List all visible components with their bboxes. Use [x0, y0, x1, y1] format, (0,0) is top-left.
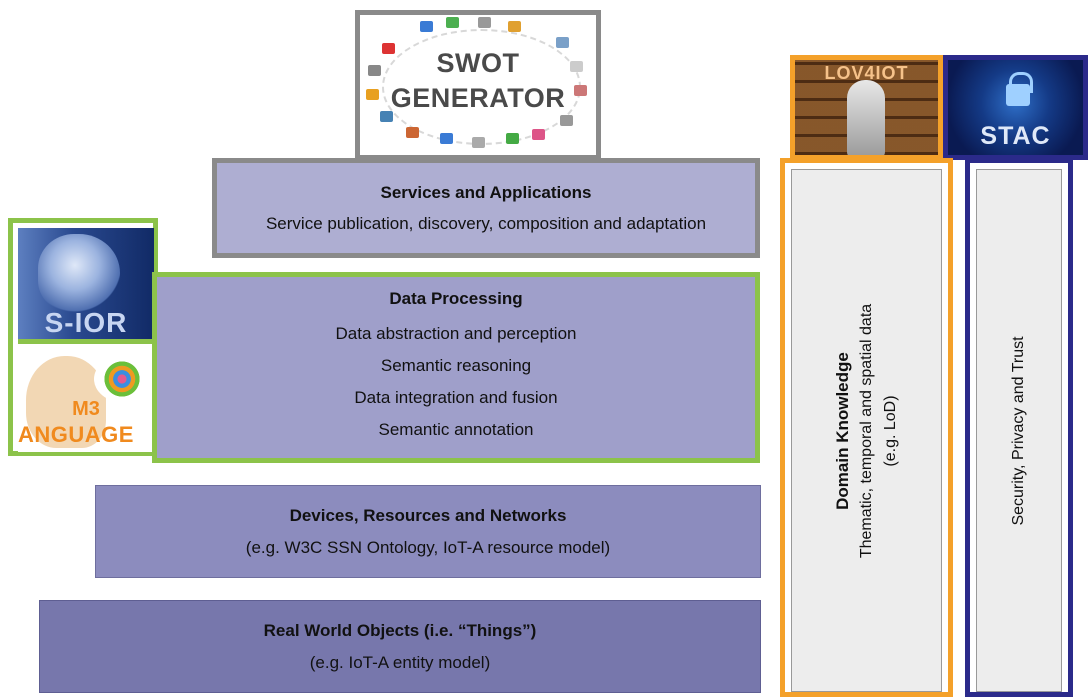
people-icon [532, 129, 545, 140]
sensor-icon [440, 133, 453, 144]
security-text: Security, Privacy and Trust [1007, 336, 1031, 525]
plus-icon [560, 115, 573, 126]
car-icon [382, 43, 395, 54]
robot-icon [847, 80, 885, 155]
devices-title: Devices, Resources and Networks [289, 505, 567, 525]
data-processing-title: Data Processing [389, 289, 523, 308]
domain-knowledge-text: Domain Knowledge Thematic, temporal and … [831, 303, 903, 557]
trash-icon [368, 65, 381, 76]
phone-icon [380, 111, 393, 122]
data-processing-item: Data integration and fusion [354, 388, 558, 407]
head-silhouette-icon [26, 356, 106, 448]
printer-icon [574, 85, 587, 96]
m3-label-line2: ANGUAGE [18, 422, 134, 447]
lov4iot-logo: LOV4IOT [790, 55, 943, 160]
swot-title-line1: SWOT [436, 48, 520, 78]
services-layer: Services and Applications Service public… [212, 158, 760, 258]
real-world-subtitle: (e.g. IoT-A entity model) [309, 652, 491, 672]
devices-layer: Devices, Resources and Networks (e.g. W3… [95, 485, 761, 578]
building-icon [478, 17, 491, 28]
devices-subtitle: (e.g. W3C SSN Ontology, IoT-A resource m… [245, 537, 611, 557]
m3-label-line1: M3 [72, 398, 100, 420]
security-column: Security, Privacy and Trust [965, 158, 1073, 697]
box-icon [508, 21, 521, 32]
swot-generator-logo: SWOT GENERATOR [355, 10, 601, 160]
domain-knowledge-line1: Thematic, temporal and spatial data [857, 303, 875, 558]
left-logo-panel: S-IOR M3 ANGUAGE [8, 218, 158, 456]
real-world-title: Real World Objects (i.e. “Things”) [263, 620, 537, 640]
lov4iot-label: LOV4IOT [824, 63, 909, 83]
food-icon [366, 89, 379, 100]
data-processing-item: Semantic annotation [378, 420, 534, 439]
m3-language-logo: M3 ANGUAGE [18, 348, 154, 452]
swot-title-line2: GENERATOR [390, 83, 566, 113]
data-processing-layer: Data Processing Data abstraction and per… [152, 272, 760, 463]
lock-shackle-icon [1009, 72, 1033, 93]
security-panel: Security, Privacy and Trust [976, 169, 1062, 692]
services-subtitle: Service publication, discovery, composit… [265, 213, 707, 233]
data-processing-item: Data abstraction and perception [335, 324, 577, 343]
s-ior-label: S-IOR [44, 307, 128, 338]
domain-knowledge-title: Domain Knowledge [832, 351, 852, 510]
house-icon [446, 17, 459, 28]
device-icon [420, 21, 433, 32]
bike-icon [406, 127, 419, 138]
robot-head-icon [38, 234, 120, 312]
security-title: Security, Privacy and Trust [1010, 335, 1027, 526]
speaker-icon [570, 61, 583, 72]
stac-label: STAC [980, 122, 1051, 150]
s-ior-logo: S-IOR [18, 228, 154, 344]
bus-icon [506, 133, 519, 144]
router-icon [472, 137, 485, 148]
data-processing-item: Semantic reasoning [380, 356, 532, 375]
domain-knowledge-line2: (e.g. LoD) [881, 394, 899, 467]
real-world-layer: Real World Objects (i.e. “Things”) (e.g.… [39, 600, 761, 693]
letters-bubble-icon [94, 356, 150, 402]
domain-knowledge-panel: Domain Knowledge Thematic, temporal and … [791, 169, 942, 692]
stac-logo: STAC [943, 55, 1088, 160]
services-title: Services and Applications [380, 182, 592, 202]
lock-icon [1006, 84, 1030, 106]
domain-knowledge-column: Domain Knowledge Thematic, temporal and … [780, 158, 953, 697]
monitor-icon [556, 37, 569, 48]
